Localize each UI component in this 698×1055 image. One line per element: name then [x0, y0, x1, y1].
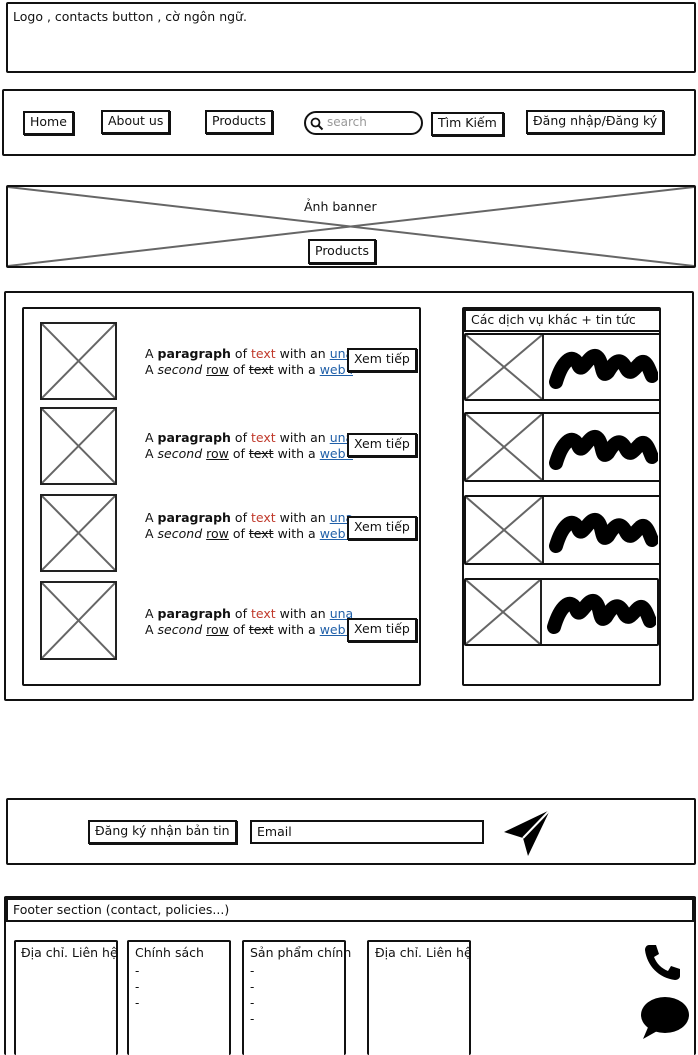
article-text: A paragraph of text with an unassigned l…	[145, 510, 353, 542]
article-text: A paragraph of text with an unassigned l…	[145, 346, 353, 378]
footer-col-title: Chính sách	[135, 945, 204, 960]
footer-dash-list: - - - -	[250, 964, 255, 1026]
newsletter-label: Đăng ký nhận bản tin	[88, 820, 237, 844]
scribble-icon	[549, 513, 658, 553]
search-button[interactable]: Tìm Kiếm	[431, 112, 504, 136]
search-icon	[310, 117, 324, 131]
home-button[interactable]: Home	[23, 111, 74, 135]
sidebar-item[interactable]	[464, 333, 661, 401]
read-more-button[interactable]: Xem tiếp	[347, 348, 417, 372]
footer-col-address-2: Địa chỉ. Liên hệ	[367, 940, 472, 1055]
read-more-button[interactable]: Xem tiếp	[347, 516, 417, 540]
chat-icon[interactable]	[639, 995, 691, 1041]
newsletter-section: Đăng ký nhận bản tin Email	[6, 798, 696, 865]
sidebar-item-image	[466, 497, 544, 563]
email-field[interactable]: Email	[250, 820, 484, 844]
top-bar-note: Logo , contacts button , cờ ngôn ngữ.	[13, 9, 247, 24]
banner: Ảnh banner Products	[6, 185, 696, 268]
web-link[interactable]: web link.	[319, 362, 353, 377]
footer-col-title: Địa chỉ. Liên hệ	[21, 945, 118, 960]
article-image	[40, 322, 117, 400]
scribble-icon	[547, 594, 656, 634]
about-us-button[interactable]: About us	[101, 110, 171, 134]
banner-title: Ảnh banner	[304, 199, 377, 214]
web-link[interactable]: web link.	[319, 622, 353, 637]
top-bar: Logo , contacts button , cờ ngôn ngữ.	[6, 2, 696, 73]
banner-products-button[interactable]: Products	[308, 239, 376, 264]
scribble-icon	[549, 349, 658, 389]
read-more-button[interactable]: Xem tiếp	[347, 618, 417, 642]
footer-title: Footer section (contact, policies...)	[6, 898, 694, 922]
footer-col-title: Sản phẩm chính	[250, 945, 352, 960]
article-text: A paragraph of text with an unassigned l…	[145, 606, 353, 638]
search-placeholder: search	[327, 115, 367, 129]
footer-col-address: Địa chỉ. Liên hệ	[14, 940, 118, 1055]
search-input[interactable]: search	[304, 111, 423, 135]
web-link[interactable]: web link.	[319, 446, 353, 461]
scribble-icon	[549, 430, 658, 470]
footer-dash-list: - - -	[135, 964, 140, 1010]
banner-image-placeholder	[8, 187, 694, 266]
article-image	[40, 494, 117, 572]
sidebar-item[interactable]	[464, 578, 659, 646]
footer	[4, 896, 696, 1055]
read-more-button[interactable]: Xem tiếp	[347, 433, 417, 457]
sidebar-item[interactable]	[464, 412, 661, 482]
footer-col-title: Địa chỉ. Liên hệ	[375, 945, 472, 960]
phone-icon[interactable]	[643, 942, 683, 982]
login-register-button[interactable]: Đăng nhập/Đăng ký	[526, 110, 665, 134]
sidebar-item[interactable]	[464, 495, 661, 565]
footer-col-policies: Chính sách - - -	[127, 940, 231, 1055]
unassigned-link[interactable]: unassigned link.	[329, 606, 353, 621]
article-text: A paragraph of text with an unassigned l…	[145, 430, 353, 462]
sidebar-item-image	[466, 414, 544, 480]
web-link[interactable]: web link.	[319, 526, 353, 541]
products-nav-button[interactable]: Products	[205, 110, 273, 134]
email-field-value: Email	[257, 824, 292, 839]
sidebar-item-image	[466, 335, 544, 399]
article-image	[40, 581, 117, 660]
article-image	[40, 407, 117, 485]
nav-bar: Home About us Products search Tìm Kiếm Đ…	[2, 89, 696, 156]
sidebar-title: Các dịch vụ khác + tin tức	[464, 309, 661, 332]
footer-col-products: Sản phẩm chính - - - -	[242, 940, 351, 1055]
sidebar-item-image	[466, 580, 542, 644]
send-icon[interactable]	[502, 808, 554, 858]
